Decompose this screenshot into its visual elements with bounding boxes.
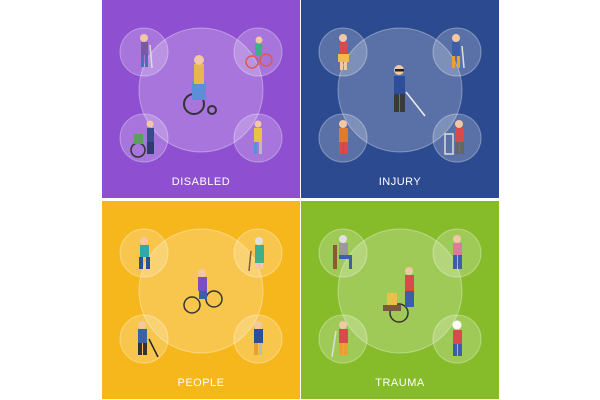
- corner-circle: [119, 113, 169, 163]
- arm-sling-figure: [339, 120, 348, 154]
- panel-label: DISABLED: [171, 176, 231, 188]
- running-woman-figure: [139, 237, 150, 269]
- blind-man-cane-figure: [138, 321, 159, 358]
- crutch-person-figure: [331, 321, 348, 358]
- person-crutch-figure: [140, 34, 153, 69]
- center-circle: [337, 228, 463, 354]
- panel-background: [301, 201, 499, 399]
- panel-disabled-art: [102, 0, 300, 198]
- panel-people-art: [102, 201, 300, 399]
- seated-elderly-figure: [333, 235, 352, 269]
- head-injury-figure: [452, 320, 462, 356]
- assisted-wheelchair-figure: [130, 120, 154, 158]
- blind-person-cane-figure: [394, 65, 426, 117]
- panel-trauma-art: [301, 201, 499, 399]
- cyclist-figure: [245, 36, 273, 69]
- wheelchair-user-figure: [183, 55, 217, 115]
- panel-label: TRAUMA: [375, 377, 425, 389]
- standing-woman-figure: [338, 34, 349, 70]
- prosthetic-walker-figure: [254, 120, 262, 154]
- wheelchair-push-figure: [383, 267, 414, 323]
- crutch-user-figure: [452, 34, 465, 69]
- panel-trauma: TRAUMA: [301, 201, 499, 399]
- panel-label: INJURY: [378, 176, 422, 188]
- panel-label: PEOPLE: [177, 377, 225, 389]
- elderly-woman-cane-figure: [248, 237, 264, 272]
- panel-people: PEOPLE: [102, 201, 300, 399]
- panel-disabled: DISABLED: [102, 0, 300, 198]
- walker-user-figure: [444, 120, 464, 155]
- prosthetic-leg-figure: [254, 321, 263, 355]
- standing-woman-figure: [453, 235, 462, 269]
- panel-background: [102, 201, 300, 399]
- cyclist-figure: [183, 269, 223, 314]
- panel-injury: INJURY: [301, 0, 499, 198]
- panel-injury-art: [301, 0, 499, 198]
